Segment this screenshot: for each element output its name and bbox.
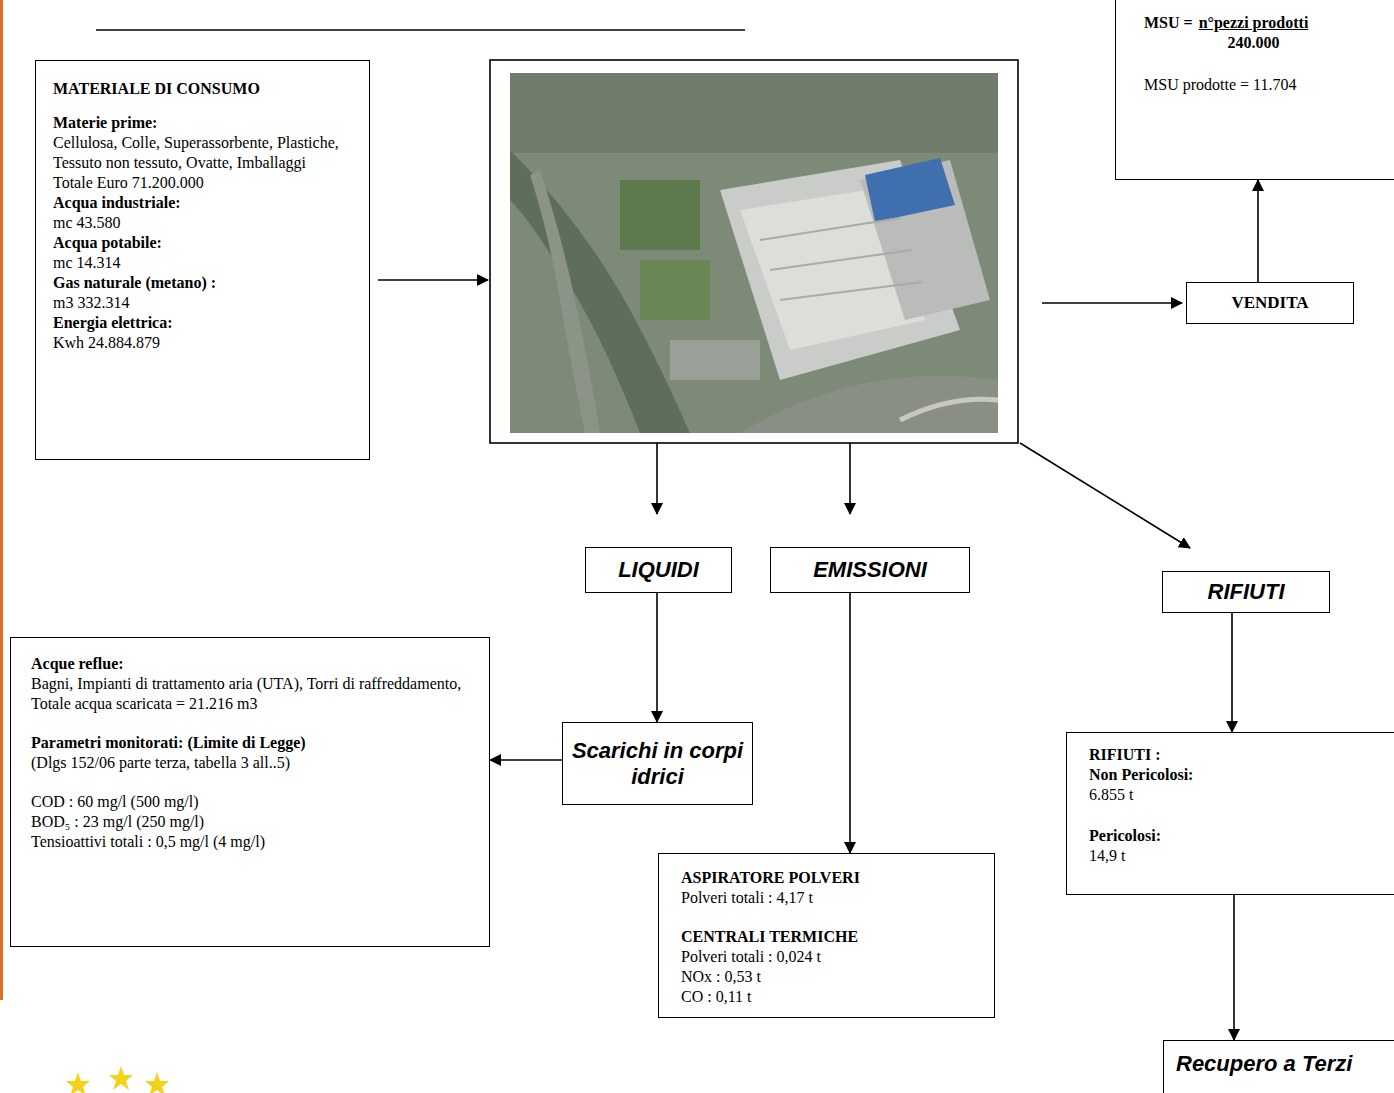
waste-box: RIFIUTI :Non Pericolosi:6.855 t Pericolos… (1066, 732, 1394, 895)
item-value: 14,9 t (1089, 846, 1394, 866)
item-heading: Materie prime: (53, 113, 353, 133)
item-heading: ASPIRATORE POLVERI (681, 868, 984, 888)
box-label: Recupero a Terzi (1176, 1051, 1394, 1077)
item-value: Tensioattivi totali : 0,5 mg/l (4 mg/l) (31, 832, 475, 852)
item-value: Polveri totali : 4,17 t (681, 888, 984, 908)
item-value: mc 43.580 (53, 213, 353, 233)
formula-denominator: 240.000 (1199, 33, 1309, 53)
output-arrow (1042, 302, 1182, 304)
item-value: Kwh 24.884.879 (53, 333, 353, 353)
output-arrow (1020, 443, 1190, 548)
photo-frame (490, 60, 1018, 443)
eu-stars (66, 1066, 169, 1093)
box-label: LIQUIDI (618, 557, 699, 583)
result-text: MSU prodotte = 11.704 (1144, 75, 1394, 95)
connector-arrow (656, 593, 658, 722)
item-heading: CENTRALI TERMICHE (681, 927, 984, 947)
item-heading: RIFIUTI : (1089, 745, 1394, 765)
heading-underline (96, 29, 745, 31)
connector-arrow (1231, 613, 1233, 732)
item-heading: Acque reflue: (31, 654, 475, 674)
item-value: 6.855 t (1089, 785, 1394, 805)
box-label: EMISSIONI (813, 557, 927, 583)
connector-arrow (849, 593, 851, 853)
input-box: MATERIALE DI CONSUMO Materie prime:Cellul… (35, 60, 370, 460)
box-label: VENDITA (1231, 293, 1308, 313)
box-label: Scarichi in corpi idrici (571, 738, 744, 790)
item-heading: Pericolosi: (1089, 826, 1394, 846)
discharge-label-box: Scarichi in corpi idrici (562, 722, 753, 805)
box-label: RIFIUTI (1208, 579, 1285, 605)
item-text: Totale Euro 71.200.000 (53, 173, 353, 193)
output-arrow (656, 443, 658, 514)
item-value: COD : 60 mg/l (500 mg/l) (31, 792, 475, 812)
emissions-box: ASPIRATORE POLVERIPolveri totali : 4,17 … (658, 853, 995, 1018)
item-text: (Dlgs 152/06 parte terza, tabella 3 all.… (31, 753, 475, 773)
item-text: Bagni, Impianti di trattamento aria (UTA… (31, 674, 475, 694)
item-text: Cellulosa, Colle, Superassorbente, Plast… (53, 133, 353, 173)
item-heading: Acqua potabile: (53, 233, 353, 253)
formula-numerator: n°pezzi prodotti (1199, 13, 1309, 33)
item-value: Polveri totali : 0,024 t (681, 947, 984, 967)
section-heading: MATERIALE DI CONSUMO (53, 79, 353, 99)
connector-arrow (490, 759, 562, 761)
connector-arrow (1233, 895, 1235, 1040)
item-value: mc 14.314 (53, 253, 353, 273)
item-heading: Gas naturale (metano) : (53, 273, 353, 293)
category-label-box: RIFIUTI (1162, 571, 1330, 613)
category-label-box: LIQUIDI (585, 547, 732, 593)
item-value: BOD₅ : 23 mg/l (250 mg/l) (31, 812, 475, 832)
wastewater-box: Acque reflue:Bagni, Impianti di trattame… (10, 637, 490, 947)
item-value: m3 332.314 (53, 293, 353, 313)
msu-box: MSU = n°pezzi prodotti240.000MSU prodotte… (1115, 0, 1394, 180)
connector-arrow (1257, 180, 1259, 282)
sales-box: VENDITA (1186, 282, 1354, 324)
formula-label: MSU = (1144, 13, 1193, 33)
output-arrow (849, 443, 851, 514)
item-value: CO : 0,11 t (681, 987, 984, 1007)
item-heading: Acqua industriale: (53, 193, 353, 213)
item-value: NOx : 0,53 t (681, 967, 984, 987)
item-heading: Non Pericolosi: (1089, 765, 1394, 785)
category-label-box: EMISSIONI (770, 547, 970, 593)
item-heading: Parametri monitorati: (Limite di Legge) (31, 733, 475, 753)
item-heading: Energia elettrica: (53, 313, 353, 333)
left-border-line (0, 0, 3, 1000)
aerial-photo (510, 73, 998, 433)
item-text: Totale acqua scaricata = 21.216 m3 (31, 694, 475, 714)
input-arrow (378, 279, 488, 281)
recovery-label-box: Recupero a Terzi (1163, 1040, 1394, 1093)
